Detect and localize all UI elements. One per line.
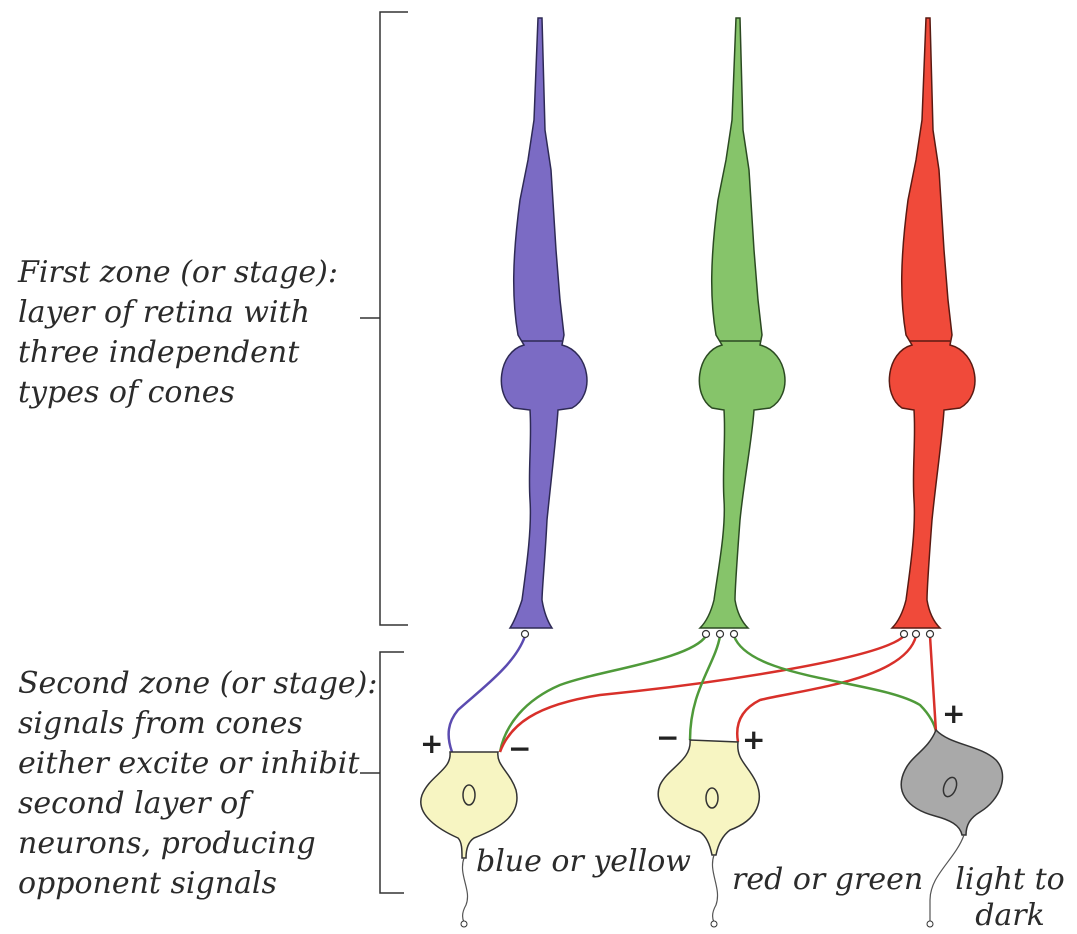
neuron-red-green — [658, 740, 759, 927]
first-zone-line: three independent — [18, 333, 338, 373]
first-zone-line: layer of retina with — [18, 293, 338, 333]
second-zone-line: neurons, producing — [18, 824, 377, 864]
blue-or-yellow-label: blue or yellow — [476, 844, 691, 879]
rg-plus-sign: + — [742, 726, 765, 754]
neuron-blue-yellow — [421, 752, 517, 927]
red-cone — [889, 18, 975, 638]
second-zone-line: opponent signals — [18, 864, 377, 904]
second-zone-label: Second zone (or stage): signals from con… — [18, 664, 377, 904]
second-zone-line: either excite or inhibit — [18, 744, 377, 784]
wire-red-to-by — [500, 636, 904, 752]
ld-plus-sign: + — [942, 700, 965, 728]
green-cone — [699, 18, 785, 638]
second-zone-bracket — [380, 652, 404, 893]
rg-minus-sign: − — [656, 724, 679, 752]
by-plus-sign: + — [420, 730, 443, 758]
wire-green-to-rg — [690, 636, 720, 740]
second-zone-line: Second zone (or stage): — [18, 664, 377, 704]
first-zone-line: types of cones — [18, 373, 338, 413]
by-minus-sign: − — [508, 735, 531, 763]
blue-cone — [501, 18, 587, 638]
first-zone-bracket — [380, 12, 408, 625]
light-to-dark-label: light to dark — [955, 862, 1065, 934]
first-zone-line: First zone (or stage): — [18, 253, 338, 293]
second-zone-line: signals from cones — [18, 704, 377, 744]
first-zone-label: First zone (or stage): layer of retina w… — [18, 253, 338, 413]
second-zone-line: second layer of — [18, 784, 377, 824]
red-or-green-label: red or green — [732, 862, 923, 897]
